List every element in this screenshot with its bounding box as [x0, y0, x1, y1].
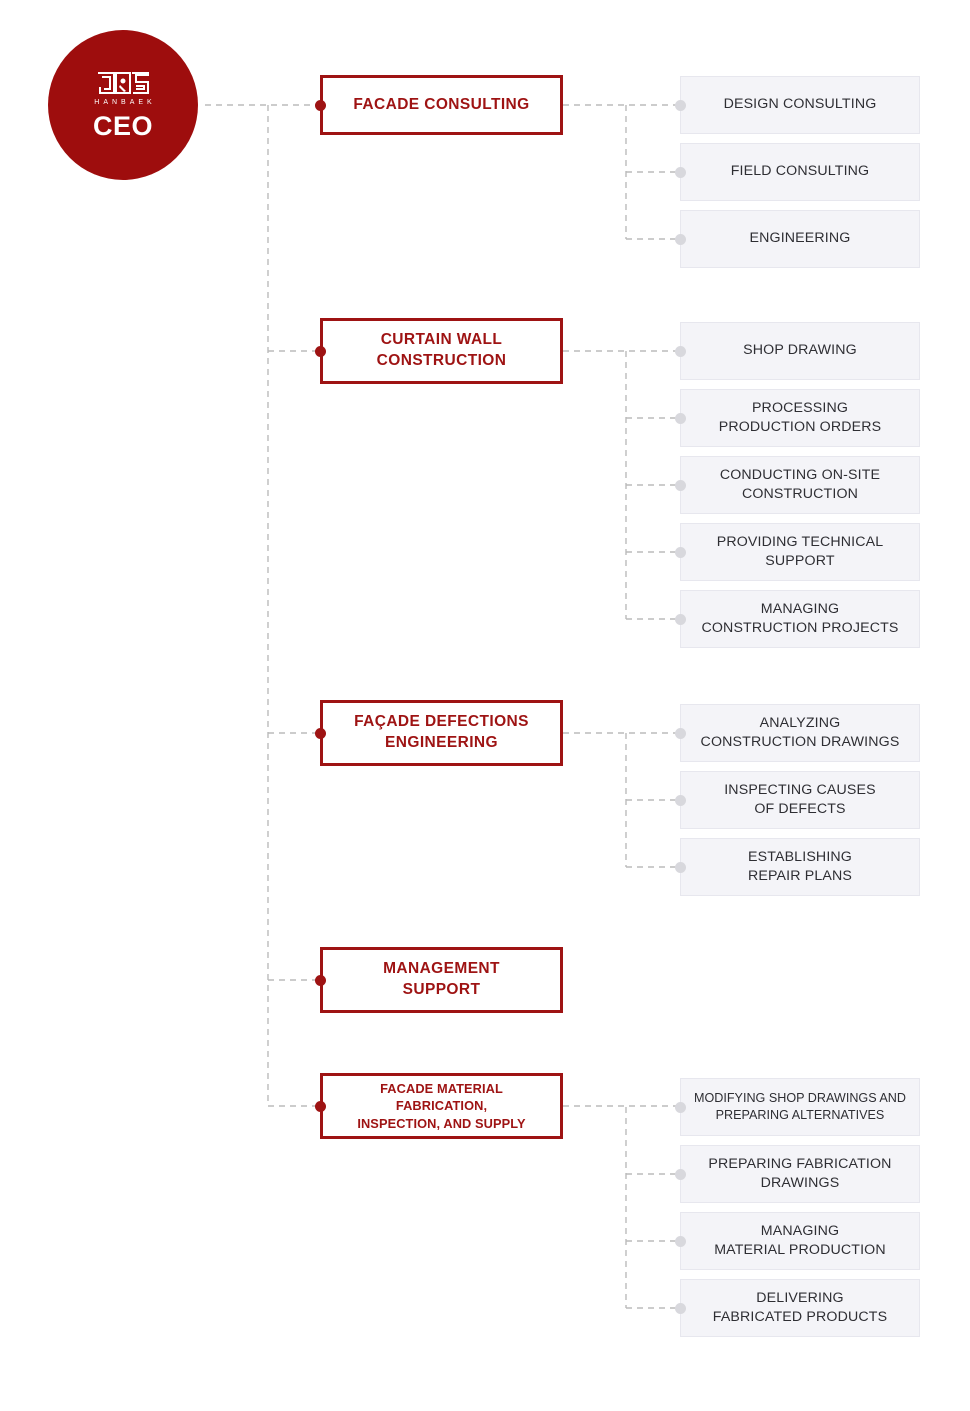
task-box[interactable]: FIELD CONSULTING — [680, 143, 920, 201]
department-junction-dot — [315, 727, 326, 739]
department-box-facade-consulting[interactable]: FACADE CONSULTING — [320, 75, 563, 135]
task-box[interactable]: SHOP DRAWING — [680, 322, 920, 380]
task-junction-dot — [675, 412, 686, 424]
task-junction-dot — [675, 1302, 686, 1314]
task-junction-dot — [675, 99, 686, 111]
department-junction-dot — [315, 1100, 326, 1112]
task-junction-dot — [675, 861, 686, 873]
ceo-node[interactable]: HANBAEK CEO — [48, 30, 198, 180]
task-label: SHOP DRAWING — [743, 342, 857, 359]
task-box[interactable]: ENGINEERING — [680, 210, 920, 268]
department-box-facade-material-fabrication[interactable]: FACADE MATERIAL FABRICATION,INSPECTION, … — [320, 1073, 563, 1139]
task-junction-dot — [675, 233, 686, 245]
task-label: ENGINEERING — [749, 230, 851, 247]
task-junction-dot — [675, 613, 686, 625]
department-label: FACADE CONSULTING — [353, 95, 530, 113]
task-junction-dot — [675, 794, 686, 806]
task-junction-dot — [675, 479, 686, 491]
department-label: FACADE MATERIAL FABRICATION,INSPECTION, … — [357, 1081, 526, 1131]
task-label: DESIGN CONSULTING — [723, 96, 877, 113]
task-junction-dot — [675, 166, 686, 178]
task-junction-dot — [675, 345, 686, 357]
task-junction-dot — [675, 546, 686, 558]
task-junction-dot — [675, 1168, 686, 1180]
department-junction-dot — [315, 974, 326, 986]
ceo-title: CEO — [92, 111, 153, 141]
task-box[interactable]: DESIGN CONSULTING — [680, 76, 920, 134]
jns-monogram-logo-icon — [98, 72, 149, 94]
task-junction-dot — [675, 1101, 686, 1113]
task-junction-dot — [675, 1235, 686, 1247]
department-junction-dot — [315, 345, 326, 357]
department-junction-dot — [315, 99, 326, 111]
logo-wordmark: HANBAEK — [94, 99, 156, 106]
task-label: FIELD CONSULTING — [730, 163, 870, 180]
task-junction-dot — [675, 727, 686, 739]
